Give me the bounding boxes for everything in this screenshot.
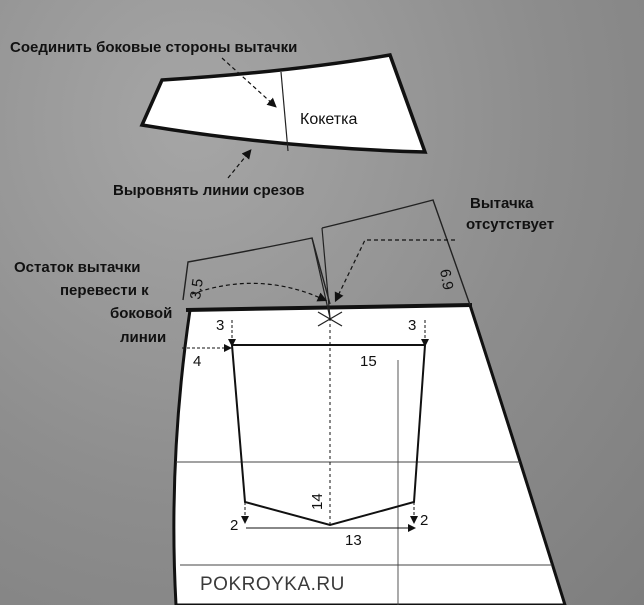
left-offset-value: 3 — [216, 317, 224, 334]
trouser-back-piece — [172, 303, 567, 605]
dart-left-leg — [311, 237, 331, 319]
yoke-label: Кокетка — [300, 111, 357, 128]
bottom-left-value: 2 — [230, 517, 238, 534]
cut-yoke-right — [321, 199, 471, 306]
join-dart-pointer — [221, 57, 277, 108]
right-dart-value: 6.9 — [436, 268, 456, 291]
pocket-bottom-value: 13 — [345, 532, 362, 549]
align-cuts-label: Выровнять линии срезов — [113, 182, 304, 199]
right-offset-value: 3 — [408, 317, 416, 334]
transfer-arc — [191, 282, 328, 302]
dart-right-leg — [321, 227, 331, 319]
transfer-label-4: линии — [120, 329, 166, 346]
dart-absent-label-1: Вытачка — [470, 195, 534, 212]
side-offset-value: 4 — [193, 353, 201, 370]
side-dart-value: 3.5 — [187, 278, 207, 301]
watermark: POKROYKA.RU — [200, 574, 345, 595]
join-dart-label: Соединить боковые стороны вытачки — [10, 39, 297, 56]
cut-yoke-left — [182, 237, 331, 305]
transfer-label-2: перевести к — [60, 282, 149, 299]
transfer-label-1: Остаток вытачки — [14, 259, 140, 276]
align-cuts-pointer — [227, 149, 252, 179]
dart-absent-label-2: отсутствует — [466, 216, 554, 233]
dart-absent-guide — [334, 239, 455, 303]
yoke-joined-dart-line — [280, 71, 289, 152]
bottom-right-value: 2 — [420, 512, 428, 529]
transfer-label-3: боковой — [110, 305, 172, 322]
pocket-top-value: 15 — [360, 353, 377, 370]
pocket-depth-value: 14 — [309, 493, 326, 510]
